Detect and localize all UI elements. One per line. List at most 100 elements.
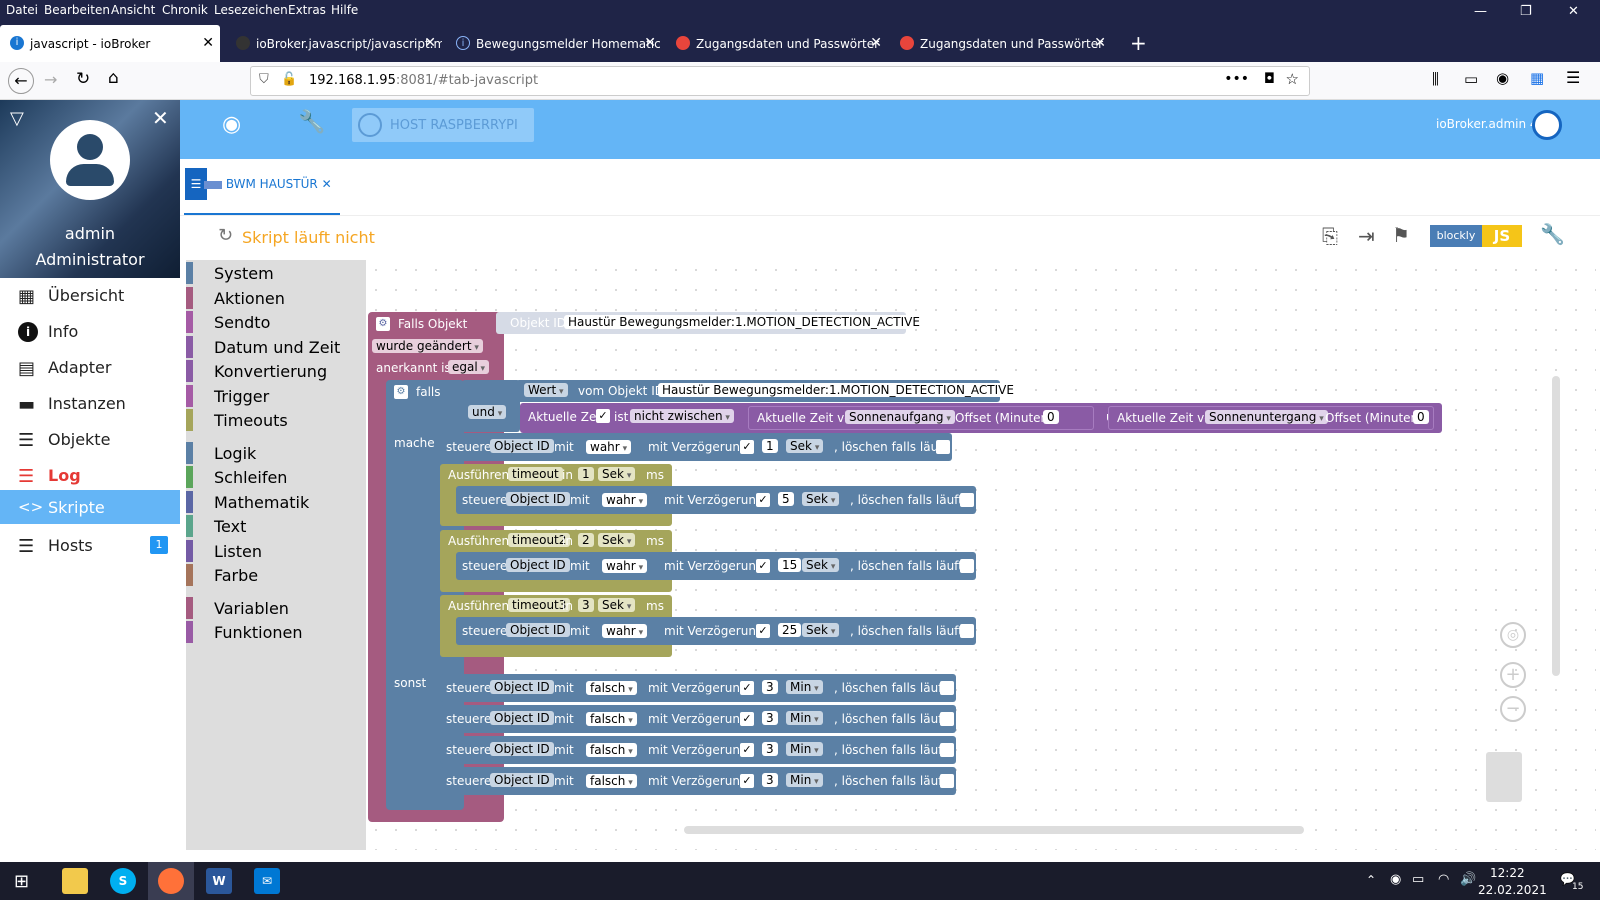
delay-checkbox[interactable]: ✓	[756, 624, 770, 638]
value-dropdown[interactable]: falsch	[586, 712, 637, 726]
category-aktionen[interactable]: Aktionen	[186, 287, 366, 312]
and-block[interactable]: und	[462, 380, 520, 432]
category-datum-und-zeit[interactable]: Datum und Zeit	[186, 336, 366, 361]
object-id-field[interactable]: Object ID	[490, 773, 554, 787]
file-explorer-icon[interactable]	[62, 868, 88, 894]
home-icon[interactable]: ⌂	[108, 68, 119, 88]
sunset-dropdown[interactable]: Sonnenuntergang	[1205, 410, 1328, 424]
word-icon[interactable]: W	[206, 868, 232, 894]
value-dropdown[interactable]: wahr	[586, 440, 632, 454]
ack-dropdown[interactable]: egal	[448, 360, 490, 374]
delay-checkbox[interactable]: ✓	[740, 774, 754, 788]
timeout-unit[interactable]: Sek	[598, 598, 636, 612]
horizontal-scrollbar[interactable]	[684, 826, 1304, 834]
tray-chevron-icon[interactable]: ⌃	[1366, 873, 1377, 887]
browser-tab-zugangsdaten-2[interactable]: Zugangsdaten und Passwörter ✕	[890, 25, 1112, 62]
volume-icon[interactable]: 🔊	[1460, 872, 1477, 887]
reload-icon[interactable]: ↻	[76, 69, 91, 89]
nav-item-skripte[interactable]: <>Skripte	[0, 490, 180, 524]
value-dropdown[interactable]: falsch	[586, 774, 637, 788]
eye-icon[interactable]: ◉	[222, 112, 242, 137]
timeout-value[interactable]: 1	[578, 467, 594, 481]
browser-tab-javascript[interactable]: i javascript - ioBroker ✕	[0, 25, 220, 62]
settings-wrench-icon[interactable]: 🔧	[1540, 222, 1565, 246]
category-variablen[interactable]: Variablen	[186, 597, 366, 622]
blockly-workspace[interactable]: ⚙ Falls Objekt wurde geändert anerkannt …	[366, 260, 1596, 850]
account-icon[interactable]: ◉	[1496, 69, 1510, 87]
and-dropdown[interactable]: und	[468, 405, 507, 419]
unit-dropdown[interactable]: Min	[786, 680, 823, 694]
extensions-icon[interactable]: ▦	[1530, 69, 1545, 87]
minimize-icon[interactable]: —	[1474, 4, 1487, 19]
nav-item-log[interactable]: ☰Log	[18, 466, 81, 487]
category-funktionen[interactable]: Funktionen	[186, 621, 366, 646]
category-listen[interactable]: Listen	[186, 540, 366, 565]
menu-hilfe[interactable]: Hilfe	[331, 3, 359, 17]
clear-checkbox[interactable]	[940, 712, 954, 726]
host-selector[interactable]: HOST RASPBERRYPI	[352, 108, 534, 142]
browser-tab-github[interactable]: ioBroker.javascript/javascript.m ✕	[226, 25, 442, 62]
clear-checkbox[interactable]	[960, 624, 974, 638]
gear-icon[interactable]: ⚙	[394, 385, 408, 399]
import-icon[interactable]: ⇥	[1358, 224, 1375, 248]
sunset-block[interactable]: Aktuelle Zeit von Sonnenuntergang Offset…	[1108, 406, 1434, 430]
object-id-field[interactable]: Object ID	[506, 492, 570, 506]
clear-checkbox[interactable]	[940, 681, 954, 695]
clear-checkbox[interactable]	[960, 493, 974, 507]
nav-item-adapter[interactable]: ▤Adapter	[18, 358, 112, 379]
category-timeouts[interactable]: Timeouts	[186, 409, 366, 434]
sunrise-dropdown[interactable]: Sonnenaufgang	[845, 410, 955, 424]
unit-dropdown[interactable]: Min	[786, 742, 823, 756]
sidebar-toggle-icon[interactable]: ▭	[1464, 70, 1479, 88]
object-id-field[interactable]: Object ID	[490, 680, 554, 694]
sunrise-block[interactable]: Aktuelle Zeit von Sonnenaufgang Offset (…	[748, 406, 1094, 430]
menu-bearbeiten[interactable]: Bearbeiten	[44, 3, 110, 17]
delay-value[interactable]: 15	[778, 558, 802, 572]
value-dropdown[interactable]: wahr	[602, 493, 648, 507]
battery-icon[interactable]: ▭	[1412, 872, 1425, 887]
clear-checkbox[interactable]	[936, 440, 950, 454]
value-objid[interactable]: Haustür Bewegungsmelder:1.MOTION_DETECTI…	[658, 383, 1018, 397]
flag-icon[interactable]: ⚑	[1392, 223, 1410, 247]
category-konvertierung[interactable]: Konvertierung	[186, 360, 366, 385]
cur-time-checkbox[interactable]: ✓	[596, 409, 610, 423]
clear-checkbox[interactable]	[960, 559, 974, 573]
offset-value[interactable]: 0	[1413, 410, 1429, 424]
forward-icon[interactable]: →	[44, 70, 58, 89]
menu-extras[interactable]: Extras	[288, 3, 326, 17]
menu-lesezeichen[interactable]: Lesezeichen	[214, 3, 288, 17]
close-tab-icon[interactable]: ✕	[870, 35, 882, 51]
menu-datei[interactable]: Datei	[6, 3, 39, 17]
unit-dropdown[interactable]: Min	[786, 711, 823, 725]
clock-date[interactable]: 22.02.2021	[1478, 883, 1547, 897]
zoom-in-icon[interactable]: +	[1500, 662, 1526, 688]
skype-icon[interactable]: S	[110, 868, 136, 894]
back-icon[interactable]: ←	[8, 68, 34, 94]
windows-start-icon[interactable]: ⊞	[14, 871, 30, 892]
delay-value[interactable]: 3	[762, 742, 778, 756]
objid-block[interactable]: Objekt ID Haustür Bewegungsmelder:1.MOTI…	[496, 312, 924, 334]
nav-item-objekte[interactable]: ☰Objekte	[18, 430, 111, 451]
category-system[interactable]: System	[186, 262, 366, 287]
timeout-value[interactable]: 2	[578, 533, 594, 547]
delay-value[interactable]: 3	[762, 680, 778, 694]
restart-icon[interactable]: ↻	[218, 225, 234, 246]
value-dropdown[interactable]: wahr	[602, 624, 648, 638]
object-id-field[interactable]: Object ID	[506, 623, 570, 637]
delay-checkbox[interactable]: ✓	[740, 440, 754, 454]
unit-dropdown[interactable]: Sek	[786, 439, 824, 453]
unit-dropdown[interactable]: Sek	[802, 492, 840, 506]
unit-dropdown[interactable]: Min	[786, 773, 823, 787]
browser-tab-zugangsdaten-1[interactable]: Zugangsdaten und Passwörter ✕	[666, 25, 888, 62]
nav-item-instanzen[interactable]: ▬Instanzen	[18, 394, 126, 415]
category-farbe[interactable]: Farbe	[186, 564, 366, 589]
collapse-triangle-icon[interactable]: ▽	[10, 108, 24, 129]
hamburger-menu-icon[interactable]: ☰	[1566, 68, 1581, 87]
gear-icon[interactable]: ⚙	[376, 317, 390, 331]
